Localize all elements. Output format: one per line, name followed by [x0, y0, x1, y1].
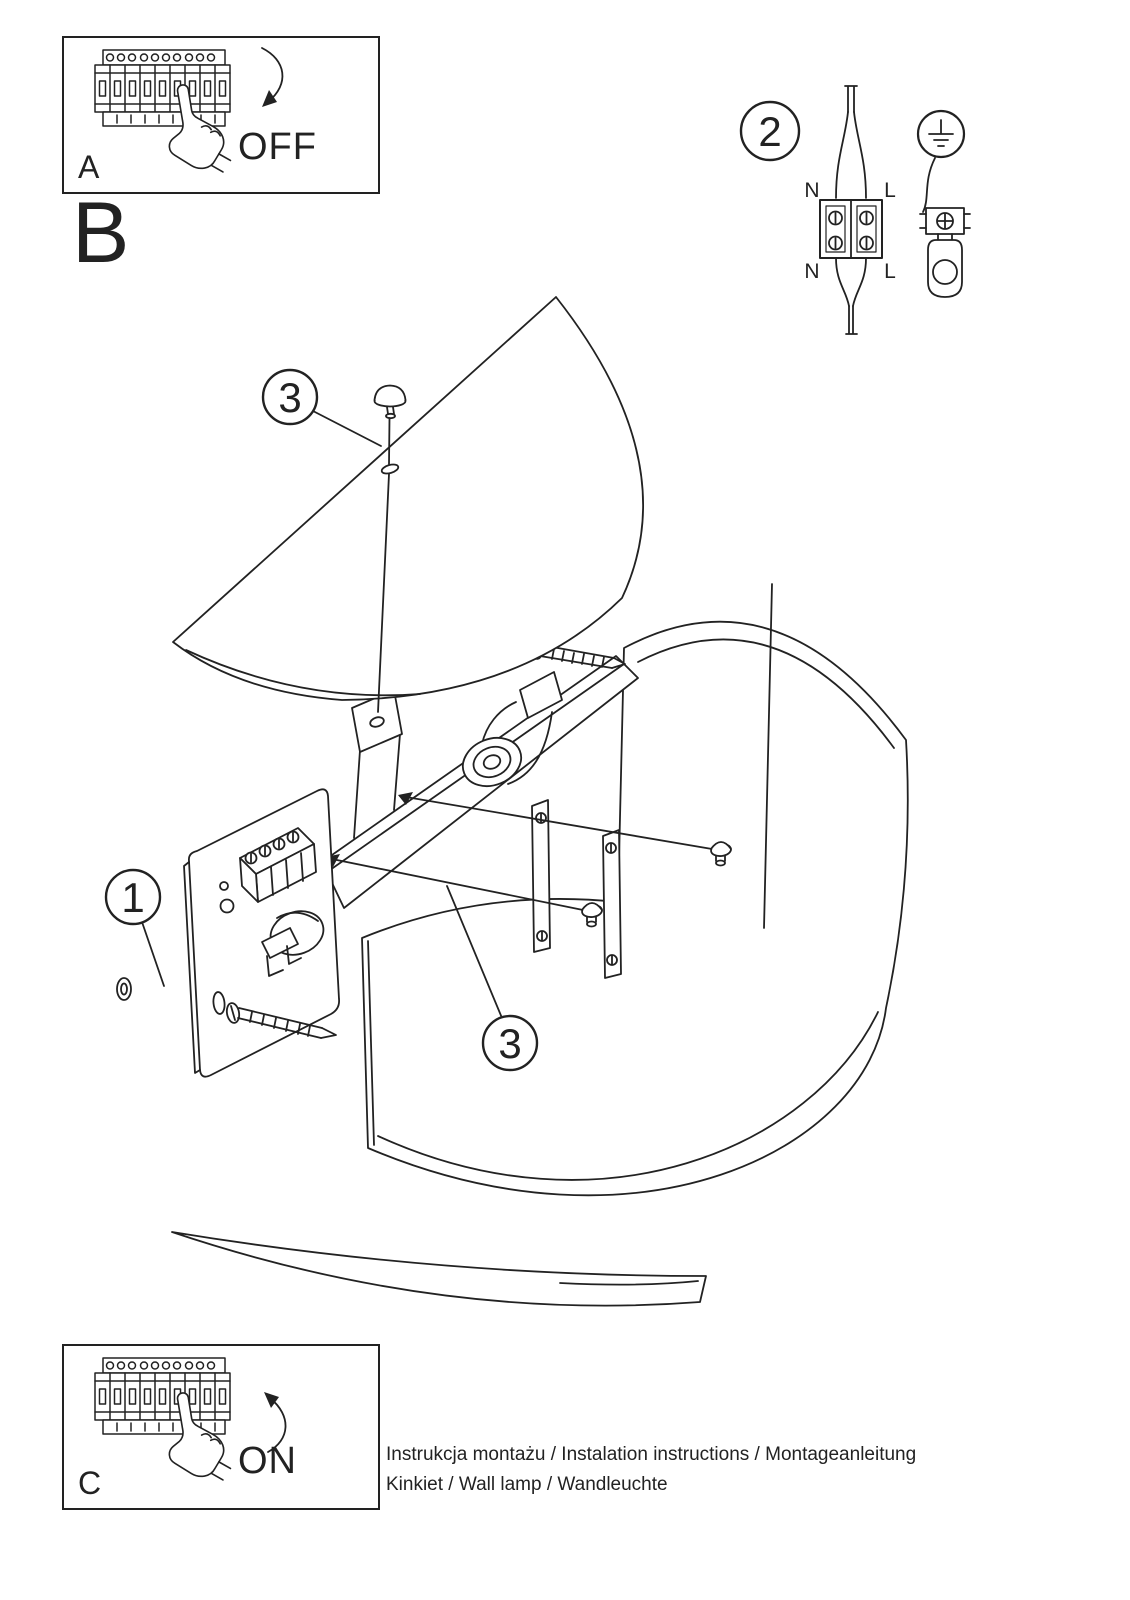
ground-clamp-icon [919, 157, 971, 298]
step-c-label: C [78, 1465, 102, 1501]
on-label: ON [238, 1440, 297, 1482]
terminal-label-n-bottom: N [804, 260, 819, 283]
mounting-screw-bottom [225, 1002, 337, 1039]
step-2-badge: 2 [739, 100, 801, 162]
keyhole-slot [212, 991, 226, 1015]
footer-caption: Instrukcja montażu / Instalation instruc… [386, 1440, 916, 1500]
bottom-cover [171, 1231, 707, 1307]
step-c-box: C ON [62, 1344, 380, 1510]
exploded-view: 3 1 3 [104, 296, 909, 1307]
footer-line-2: Kinkiet / Wall lamp / Wandleuchte [386, 1474, 668, 1495]
switch-on-arrow-icon [264, 1392, 287, 1453]
callout-3-bottom-number: 3 [498, 1020, 521, 1067]
footer-line-1: Instrukcja montażu / Instalation instruc… [386, 1444, 917, 1465]
off-label: OFF [238, 126, 317, 168]
wall-plate [116, 788, 340, 1078]
box-a-art [94, 47, 284, 175]
callout-1: 1 [104, 868, 165, 987]
callout-1-number: 1 [121, 874, 144, 921]
lamp-socket [461, 671, 563, 788]
terminal-label-n-top: N [804, 179, 819, 202]
washer-icon [116, 977, 132, 1001]
wiring-diagram: 2 N L N [739, 85, 971, 335]
terminal-block-3d [239, 827, 317, 903]
terminal-label-l-top: L [884, 179, 896, 202]
lamp-holder-back [261, 910, 325, 977]
terminal-label-l-bottom: L [884, 260, 896, 283]
thumb-screw-lower [325, 854, 603, 928]
cable-bottom-icon [835, 257, 867, 335]
step-2-number: 2 [758, 108, 781, 155]
step-a-label: A [78, 149, 100, 185]
callout-3-top: 3 [261, 368, 382, 447]
top-cover [172, 296, 644, 701]
thumb-screw-top [373, 384, 407, 465]
callout-3-bottom: 3 [446, 885, 539, 1072]
thumb-screw-upper [398, 792, 732, 867]
terminal-block-icon [819, 199, 883, 259]
box-c-art [94, 1357, 287, 1483]
switch-off-arrow-icon [261, 47, 284, 107]
alignment-line [377, 473, 390, 713]
callout-3-top-number: 3 [278, 374, 301, 421]
step-b-label: B [72, 185, 130, 281]
earth-ground-icon [916, 109, 966, 159]
two-core-cable-icon [835, 85, 867, 199]
step-a-box: A OFF [62, 36, 380, 194]
